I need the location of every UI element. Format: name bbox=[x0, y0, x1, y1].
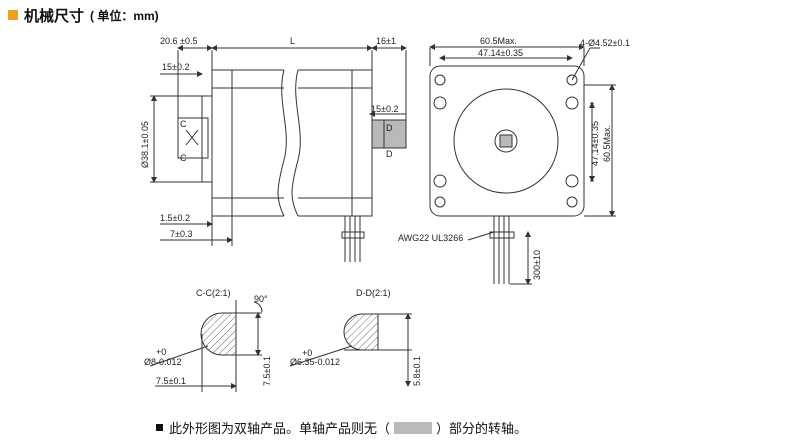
flange-outline bbox=[429, 65, 585, 217]
wire-spec-label: AWG22 UL3266 bbox=[398, 233, 463, 243]
section-dd bbox=[289, 313, 412, 387]
dim-pilot-diameter: Ø38.1±0.05 bbox=[140, 121, 150, 168]
section-dd-title: D-D(2:1) bbox=[356, 288, 391, 298]
dim-flange-width: 60.5Max. bbox=[480, 36, 517, 46]
section-cc-angle: 90° bbox=[254, 294, 268, 304]
dim-boss-height: 1.5±0.2 bbox=[160, 213, 190, 223]
page-header: 机械尺寸 ( 单位：mm) bbox=[8, 4, 159, 26]
front-view bbox=[429, 44, 616, 285]
rear-shaft bbox=[177, 117, 209, 159]
section-cc bbox=[149, 300, 263, 392]
front-shaft bbox=[371, 119, 407, 149]
section-cc-flat-width: 7.5±0.1 bbox=[156, 376, 186, 386]
section-dd-diameter: Ø6.35-0.012 bbox=[290, 357, 340, 367]
dim-body-length: L bbox=[290, 36, 295, 46]
section-cc-tolerance: +0 bbox=[156, 347, 166, 357]
footnote-bullet-icon bbox=[156, 424, 163, 431]
footnote: 此外形图为双轴产品。单轴产品则无（ ）部分的转轴。 bbox=[156, 418, 527, 437]
dim-hole-spec: 4-Ø4.52±0.1 bbox=[580, 38, 630, 48]
dim-flange-height: 60.5Max. bbox=[602, 125, 612, 162]
section-dd-profile bbox=[343, 313, 379, 351]
page-title: 机械尺寸 bbox=[24, 7, 85, 25]
dim-rear-flat: 15±0.2 bbox=[162, 62, 189, 72]
section-d-label-bottom: D bbox=[386, 149, 393, 159]
flange-boss bbox=[453, 88, 559, 194]
section-cc-profile bbox=[200, 312, 237, 356]
dim-front-shaft-length: 16±1 bbox=[376, 36, 396, 46]
section-dd-height: 5.8±0.1 bbox=[412, 356, 422, 386]
shaded-shaft-swatch bbox=[394, 421, 433, 434]
dim-boss-depth: 7±0.3 bbox=[170, 229, 192, 239]
dim-rear-shaft-length: 20.6 ±0.5 bbox=[160, 36, 197, 46]
section-cc-height: 7.5±0.1 bbox=[262, 356, 272, 386]
section-cc-title: C-C(2:1) bbox=[196, 288, 231, 298]
front-shaft-end bbox=[499, 134, 513, 148]
header-bullet-icon bbox=[8, 10, 18, 20]
footnote-text-part2: ）部分的转轴。 bbox=[436, 421, 528, 436]
dim-lead-length: 300±10 bbox=[532, 250, 542, 280]
dim-front-flat: 15±0.2 bbox=[371, 104, 398, 114]
break-line bbox=[277, 69, 287, 217]
section-c-label-bottom: C bbox=[180, 153, 187, 163]
side-view bbox=[150, 45, 407, 262]
section-cc-diameter: Ø8-0.012 bbox=[144, 357, 182, 367]
section-d-label-top: D bbox=[386, 123, 393, 133]
footnote-text-part1: 此外形图为双轴产品。单轴产品则无（ bbox=[169, 421, 391, 436]
lead-wires bbox=[341, 216, 365, 262]
section-c-label-top: C bbox=[180, 119, 187, 129]
rear-boss bbox=[201, 95, 213, 183]
dim-hole-pitch-h: 47.14±0.35 bbox=[478, 48, 523, 58]
section-dd-tolerance: +0 bbox=[302, 348, 312, 358]
mounting-holes bbox=[433, 74, 579, 208]
dim-hole-pitch-v: 47.14±0.35 bbox=[590, 121, 600, 166]
unit-label: ( 单位：mm) bbox=[90, 8, 159, 23]
